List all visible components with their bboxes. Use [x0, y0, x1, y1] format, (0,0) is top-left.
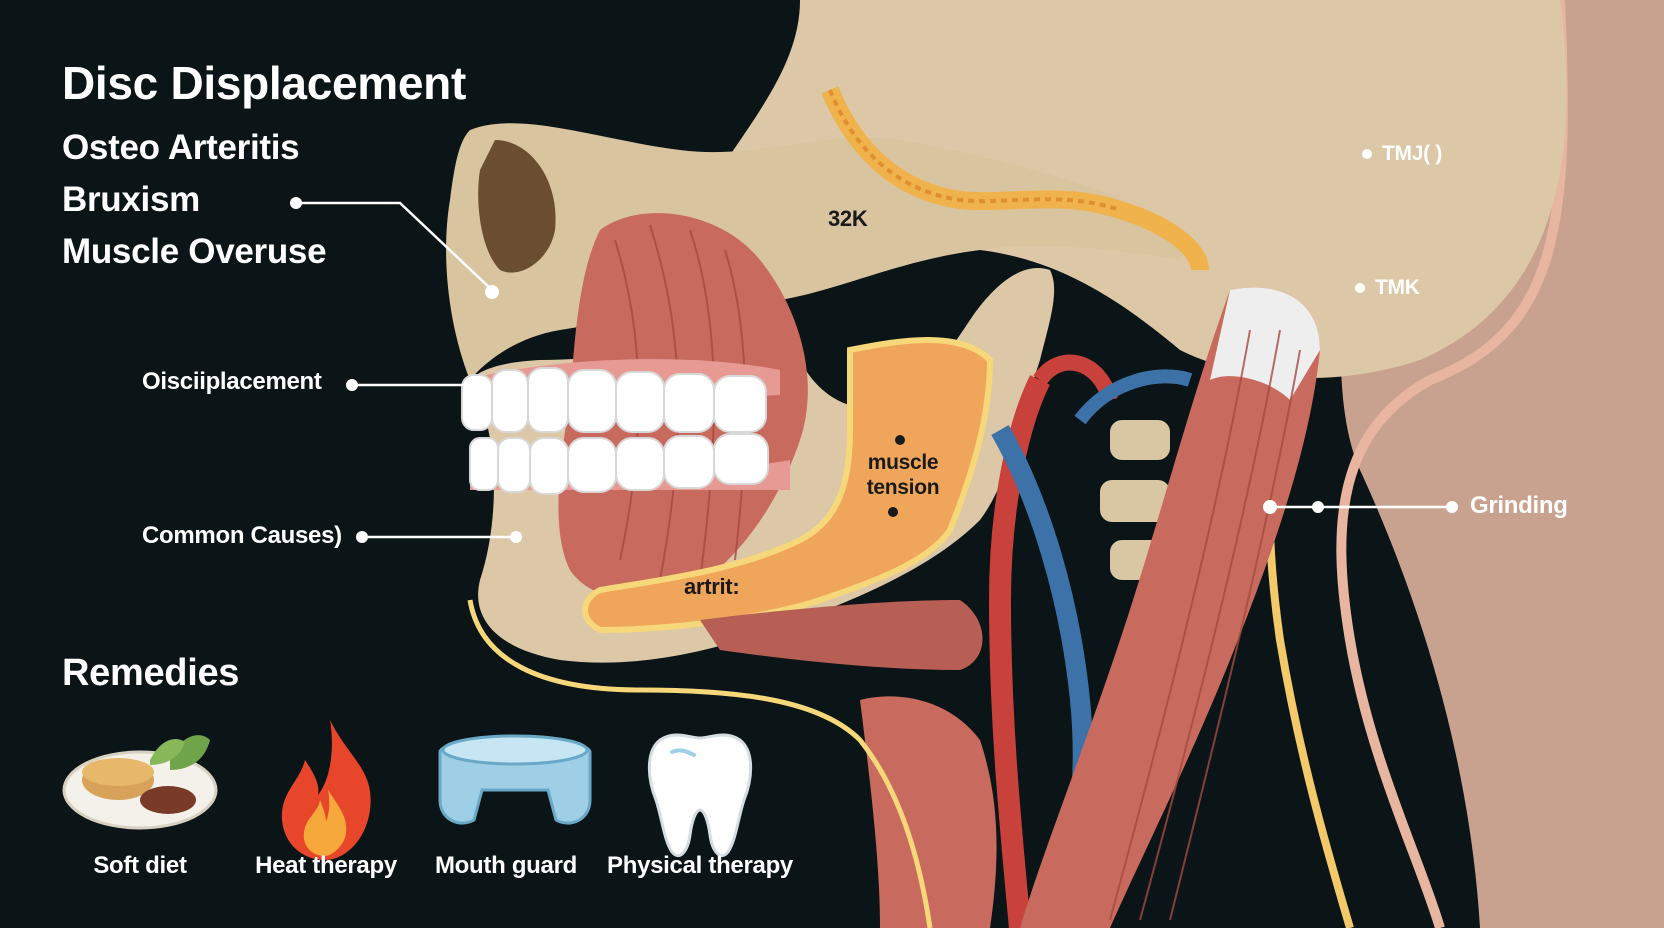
skin-edge	[1336, 0, 1568, 928]
cranium	[708, 0, 1567, 379]
tooth-icon	[647, 733, 753, 858]
neck-muscle-lower	[860, 696, 997, 928]
page-title: Disc Displacement	[62, 57, 466, 109]
label-common-causes: Common Causes)	[142, 522, 342, 549]
remedy-label-physical-therapy: Physical therapy	[607, 852, 793, 879]
label-tmk: TMK	[1375, 276, 1420, 299]
sternocleidomastoid-muscle	[1020, 287, 1320, 928]
flame-icon	[281, 720, 371, 860]
cause-item-3: Muscle Overuse	[62, 232, 327, 271]
remedy-label-heat-therapy: Heat therapy	[255, 852, 397, 879]
jaw-skin-line	[467, 599, 933, 928]
scm-fibers	[1109, 329, 1301, 921]
vein-upper	[1074, 369, 1193, 425]
label-muscle-tension: muscle tension	[866, 451, 940, 499]
mouth-guard-icon	[438, 734, 592, 825]
cause-item-2: Bruxism	[62, 180, 200, 219]
remedy-label-soft-diet: Soft diet	[93, 852, 187, 879]
label-tmj: TMJ( )	[1382, 142, 1443, 165]
label-disc-displacement: Oisciiplacement	[142, 368, 322, 395]
upper-teeth	[461, 367, 767, 433]
orbit-cavity	[478, 140, 556, 273]
on-image-markers	[888, 435, 905, 517]
label-grinding: Grinding	[1470, 492, 1568, 519]
cause-item-1: Osteo Arteritis	[62, 128, 300, 167]
artery	[988, 375, 1050, 928]
zygomatic-inner	[828, 89, 1121, 212]
leader-lines	[296, 201, 1450, 539]
label-arthritis: artrit:	[684, 574, 740, 599]
label-32k: 32K	[828, 206, 868, 231]
label-markers	[290, 149, 1458, 543]
floor-muscle	[700, 600, 983, 670]
lower-teeth	[469, 433, 769, 495]
remedies-heading: Remedies	[62, 652, 240, 694]
soft-diet-icon	[62, 735, 218, 830]
remedy-label-mouth-guard: Mouth guard	[434, 852, 577, 879]
zygomatic-arch	[821, 86, 1209, 272]
muscle-tendon	[1210, 287, 1320, 400]
